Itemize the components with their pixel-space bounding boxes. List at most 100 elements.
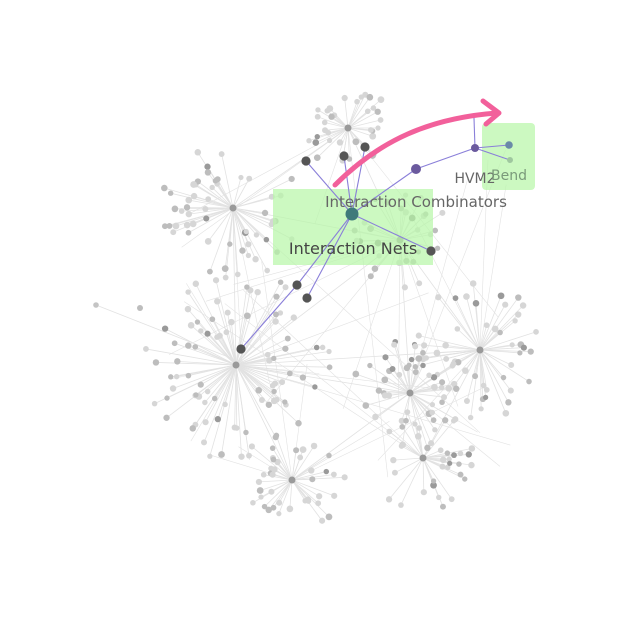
graph-node[interactable] bbox=[261, 209, 269, 217]
graph-node[interactable] bbox=[295, 420, 302, 427]
graph-node[interactable] bbox=[438, 384, 445, 391]
graph-node[interactable] bbox=[444, 450, 451, 456]
graph-node[interactable] bbox=[270, 504, 277, 511]
graph-node[interactable] bbox=[398, 502, 404, 508]
graph-node[interactable] bbox=[424, 444, 431, 452]
graph-node[interactable] bbox=[398, 443, 405, 449]
graph-node[interactable] bbox=[202, 419, 209, 426]
hub-node[interactable] bbox=[419, 454, 427, 462]
graph-node[interactable] bbox=[312, 384, 318, 390]
graph-node[interactable] bbox=[163, 414, 170, 421]
graph-node[interactable] bbox=[429, 409, 436, 416]
graph-node[interactable] bbox=[439, 463, 446, 470]
graph-node[interactable] bbox=[439, 379, 446, 386]
graph-node[interactable] bbox=[463, 398, 470, 405]
graph-node[interactable] bbox=[533, 329, 539, 335]
graph-node[interactable] bbox=[480, 382, 487, 389]
graph-node[interactable] bbox=[508, 361, 515, 368]
graph-node[interactable] bbox=[433, 349, 441, 357]
graph-node[interactable] bbox=[276, 499, 283, 506]
graph-node[interactable] bbox=[246, 175, 253, 182]
graph-node[interactable] bbox=[169, 385, 177, 392]
graph-node[interactable] bbox=[366, 93, 374, 101]
graph-node[interactable] bbox=[526, 378, 532, 385]
hub-node[interactable] bbox=[229, 204, 237, 212]
graph-node[interactable] bbox=[401, 284, 408, 291]
label-interaction-nets[interactable]: Interaction Nets bbox=[289, 239, 417, 258]
graph-node[interactable] bbox=[358, 94, 364, 100]
graph-node[interactable] bbox=[265, 506, 272, 514]
graph-node[interactable] bbox=[250, 499, 256, 506]
graph-node[interactable] bbox=[314, 133, 320, 140]
graph-node[interactable] bbox=[190, 192, 198, 200]
graph-node[interactable] bbox=[243, 312, 251, 320]
graph-node[interactable] bbox=[270, 456, 277, 463]
graph-node[interactable] bbox=[271, 388, 277, 395]
graph-node[interactable] bbox=[375, 387, 383, 394]
label-hvm2[interactable]: HVM2 bbox=[454, 171, 495, 187]
graph-node[interactable] bbox=[423, 355, 429, 361]
graph-node[interactable] bbox=[497, 329, 503, 336]
graph-node[interactable] bbox=[216, 332, 223, 339]
graph-node[interactable] bbox=[253, 232, 260, 238]
graph-node[interactable] bbox=[507, 387, 514, 394]
graph-node[interactable] bbox=[341, 94, 348, 102]
graph-node[interactable] bbox=[234, 425, 240, 431]
graph-node[interactable] bbox=[420, 489, 427, 496]
graph-node[interactable] bbox=[246, 452, 252, 459]
graph-node[interactable] bbox=[462, 367, 469, 374]
graph-node[interactable] bbox=[412, 364, 419, 370]
outlier-node[interactable] bbox=[93, 302, 99, 308]
graph-node[interactable] bbox=[483, 322, 490, 329]
graph-node[interactable] bbox=[255, 478, 263, 486]
graph-node[interactable] bbox=[323, 468, 330, 475]
graph-node[interactable] bbox=[222, 274, 229, 281]
graph-node[interactable] bbox=[440, 456, 447, 464]
graph-node[interactable] bbox=[187, 322, 195, 329]
hub-node[interactable] bbox=[344, 124, 352, 132]
graph-node[interactable] bbox=[189, 220, 197, 228]
graph-node[interactable] bbox=[185, 229, 192, 236]
linked-node[interactable] bbox=[426, 246, 436, 256]
graph-node[interactable] bbox=[497, 292, 505, 300]
graph-node[interactable] bbox=[310, 442, 318, 450]
graph-node[interactable] bbox=[273, 293, 280, 300]
graph-node[interactable] bbox=[527, 348, 534, 355]
graph-node[interactable] bbox=[313, 154, 321, 162]
graph-node[interactable] bbox=[299, 374, 307, 381]
graph-node[interactable] bbox=[386, 428, 393, 435]
graph-node[interactable] bbox=[462, 476, 468, 482]
graph-node[interactable] bbox=[412, 369, 419, 376]
graph-node[interactable] bbox=[382, 354, 389, 361]
graph-node[interactable] bbox=[442, 417, 449, 424]
graph-node[interactable] bbox=[519, 302, 527, 309]
graph-node[interactable] bbox=[445, 385, 453, 392]
graph-node[interactable] bbox=[256, 487, 264, 494]
graph-node[interactable] bbox=[143, 346, 149, 352]
graph-node[interactable] bbox=[326, 452, 332, 459]
graph-node[interactable] bbox=[416, 280, 423, 287]
graph-node[interactable] bbox=[183, 204, 191, 211]
graph-node[interactable] bbox=[440, 394, 448, 401]
graph-node[interactable] bbox=[269, 471, 276, 478]
graph-node[interactable] bbox=[432, 427, 438, 433]
graph-node[interactable] bbox=[170, 229, 177, 236]
hvm2-node[interactable] bbox=[471, 144, 479, 152]
graph-node[interactable] bbox=[293, 447, 300, 454]
graph-node[interactable] bbox=[467, 414, 474, 421]
graph-node[interactable] bbox=[457, 471, 464, 478]
graph-node[interactable] bbox=[442, 342, 449, 349]
graph-node[interactable] bbox=[432, 227, 439, 234]
graph-node[interactable] bbox=[167, 190, 174, 196]
graph-node[interactable] bbox=[204, 388, 211, 395]
graph-node[interactable] bbox=[161, 184, 168, 192]
graph-node[interactable] bbox=[449, 363, 456, 369]
graph-node[interactable] bbox=[416, 425, 422, 431]
graph-node[interactable] bbox=[446, 456, 452, 462]
graph-node[interactable] bbox=[313, 344, 320, 351]
graph-node[interactable] bbox=[239, 247, 246, 254]
graph-node[interactable] bbox=[396, 371, 403, 378]
graph-node[interactable] bbox=[271, 466, 278, 473]
graph-node[interactable] bbox=[326, 348, 332, 355]
graph-node[interactable] bbox=[451, 452, 457, 459]
